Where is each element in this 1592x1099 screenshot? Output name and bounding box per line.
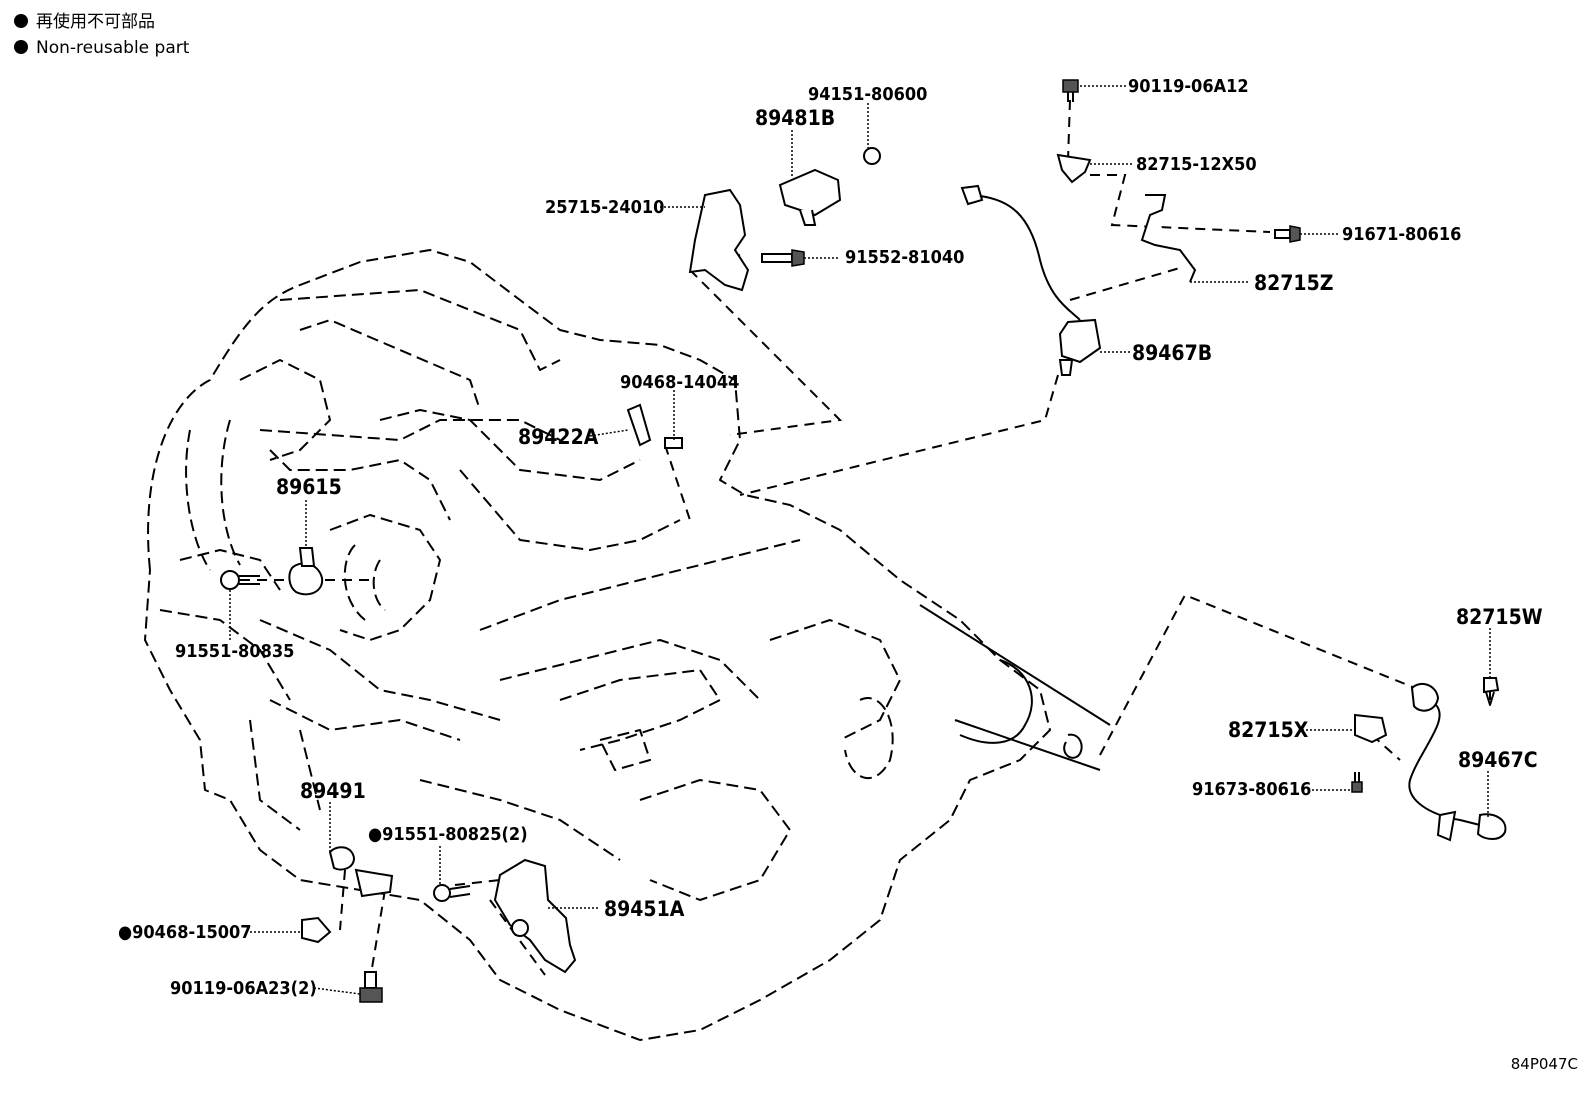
label-90468-14044: 90468-14044 [620, 372, 739, 393]
bolt-91551-80835 [220, 570, 240, 590]
label-90119-06A23: 90119-06A23(2) [170, 978, 317, 999]
label-89481B: 89481B [755, 106, 835, 130]
label-89467B: 89467B [1132, 341, 1212, 365]
label-82715X: 82715X [1228, 718, 1309, 742]
parts [220, 79, 1507, 1003]
clamp-82715W [1483, 677, 1500, 694]
label-89491: 89491 [300, 779, 366, 803]
assembly-dash-lines [240, 99, 1491, 981]
connector-89467B [960, 184, 984, 206]
label-91671-80616: 91671-80616 [1342, 224, 1461, 245]
engine-transaxle-outline [144, 249, 1051, 1041]
bolt-91671-80616 [1274, 229, 1291, 239]
drive-shaft [919, 604, 1111, 771]
label-90119-06A12: 90119-06A12 [1128, 76, 1249, 97]
legend-japanese-text: 再使用不可部品 [36, 12, 155, 32]
sensor-89467C [1476, 813, 1507, 840]
harness-82715Z [1140, 194, 1197, 283]
bolt-91673-80616 [1351, 781, 1363, 793]
label-89422A: 89422A [518, 425, 599, 449]
clip-90468-14044 [664, 437, 683, 449]
legend-english-text: Non-reusable part [36, 38, 190, 58]
label-91552-81040: 91552-81040 [845, 247, 964, 268]
label-25715-24010: 25715-24010 [545, 197, 664, 218]
bracket-82715X [1354, 713, 1388, 744]
legend-japanese: 再使用不可部品 [14, 12, 155, 32]
nut-94151-80600 [863, 147, 881, 165]
bolt-90119-06A12 [1062, 79, 1079, 93]
clip-90468-15007 [301, 916, 332, 944]
label-89615: 89615 [276, 475, 342, 499]
label-91673-80616: 91673-80616 [1192, 779, 1311, 800]
leader-lines [229, 85, 1491, 995]
bolt-91551-80825 [433, 884, 451, 902]
label-94151-80600: 94151-80600 [808, 84, 927, 105]
bolt-90119-06A23 [364, 971, 377, 989]
part-labels: 94151-80600 89481B 25715-24010 91552-810… [118, 76, 1543, 999]
sensor-89467B [1058, 318, 1102, 364]
label-89467C: 89467C [1458, 748, 1538, 772]
knock-sensor-89615 [288, 562, 324, 596]
non-reusable-bullet-icon [14, 14, 28, 28]
clamp-82715-12X50 [1056, 153, 1092, 184]
non-reusable-bullet-icon [14, 40, 28, 54]
connector-89467C [1410, 682, 1440, 712]
sensor-89481B [778, 168, 842, 217]
bracket-25715-24010 [688, 188, 750, 292]
legend-english: Non-reusable part [14, 38, 189, 58]
label-91551-80825: ●91551-80825(2) [368, 824, 528, 845]
diagram-code: 84P047C [1510, 1055, 1578, 1073]
label-90468-15007: ●90468-15007 [118, 922, 252, 943]
label-89451A: 89451A [604, 897, 685, 921]
label-82715W: 82715W [1456, 605, 1543, 629]
label-91551-80835: 91551-80835 [175, 641, 294, 662]
label-82715Z: 82715Z [1254, 271, 1333, 295]
sensor-89422A [626, 403, 652, 447]
bolt-91552-81040 [761, 253, 793, 263]
label-82715-12X50: 82715-12X50 [1136, 154, 1257, 175]
switch-89451A [493, 858, 577, 974]
sensor-89491 [328, 846, 356, 871]
